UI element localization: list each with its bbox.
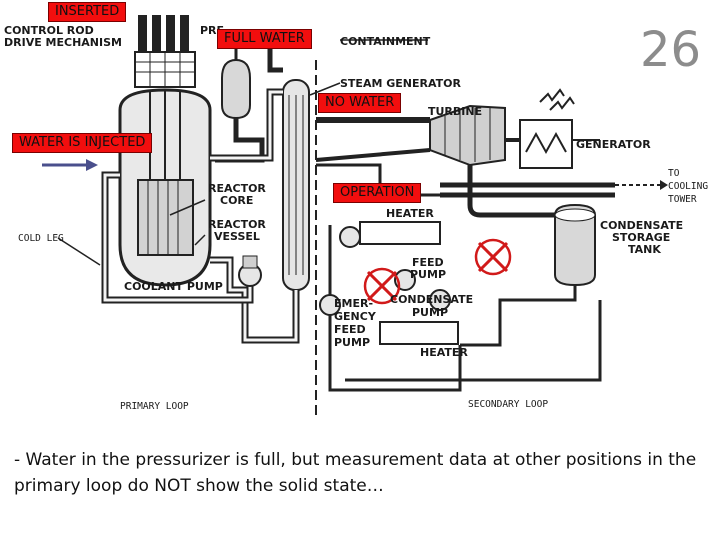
steam-generator — [267, 40, 310, 291]
label-condensate-storage-1: CONDENSATE — [600, 219, 683, 232]
label-tower: TOWER — [668, 194, 697, 205]
label-reactor-vessel-1: REACTOR — [208, 218, 266, 231]
coolant-pump — [238, 255, 262, 287]
label-coolant-pump: COOLANT PUMP — [124, 280, 223, 293]
callout-water-injected: WATER IS INJECTED — [12, 133, 153, 153]
pwr-plant-diagram: CONTROL ROD DRIVE MECHANISM PRE CONTAINM… — [4, 15, 709, 420]
control-rod-drive — [134, 15, 196, 88]
label-to: TO — [668, 168, 680, 179]
callout-full-water: FULL WATER — [217, 29, 312, 49]
label-emergency-1: EMER- — [334, 297, 373, 310]
condensate-storage-tank — [500, 203, 596, 302]
callout-operation: OPERATION — [333, 183, 422, 203]
label-steam-generator: STEAM GENERATOR — [340, 77, 461, 90]
label-reactor-core-2: CORE — [220, 194, 253, 207]
label-turbine: TURBINE — [428, 105, 482, 118]
pump-failure-x-marker-2 — [474, 238, 512, 276]
slide-number: 26 — [640, 22, 702, 78]
primary-loop-piping — [101, 88, 300, 344]
label-emergency-3: FEED — [334, 323, 366, 336]
label-emergency-4: PUMP — [334, 336, 370, 349]
water-injection-arrow — [42, 159, 98, 171]
label-feed-pump-1: FEED — [412, 256, 444, 269]
label-condensate-storage-2: STORAGE — [612, 231, 670, 244]
reactor-vessel — [118, 88, 212, 287]
pump-failure-x-marker-1 — [363, 267, 401, 305]
label-feed-pump-2: PUMP — [410, 268, 446, 281]
label-condensate-pump-2: PUMP — [412, 306, 448, 319]
label-secondary-loop: SECONDARY LOOP — [468, 399, 548, 410]
secondary-loop-piping — [316, 163, 602, 392]
label-heater-bottom: HEATER — [420, 346, 468, 359]
label-cold-leg: COLD LEG — [18, 233, 64, 244]
label-leader-lines — [57, 39, 428, 266]
label-containment: CONTAINMENT — [340, 35, 431, 48]
callout-no-water: NO WATER — [318, 93, 402, 113]
label-primary-loop: PRIMARY LOOP — [120, 401, 189, 412]
label-condensate-pump-1: CONDENSATE — [390, 293, 473, 306]
generator — [505, 88, 600, 169]
label-control-rod: CONTROL ROD — [4, 24, 94, 37]
turbine — [315, 104, 506, 167]
label-emergency-2: GENCY — [334, 310, 377, 323]
label-condensate-storage-3: TANK — [628, 243, 661, 256]
callout-inserted: INSERTED — [48, 2, 127, 22]
label-drive-mechanism: DRIVE MECHANISM — [4, 36, 122, 49]
label-reactor-core-1: REACTOR — [208, 182, 266, 195]
label-generator: GENERATOR — [576, 138, 651, 151]
label-heater-top: HEATER — [386, 207, 434, 220]
label-cooling: COOLING — [668, 181, 708, 192]
slide-caption: - Water in the pressurizer is full, but … — [14, 450, 697, 496]
condenser — [440, 165, 668, 218]
label-reactor-vessel-2: VESSEL — [214, 230, 260, 243]
